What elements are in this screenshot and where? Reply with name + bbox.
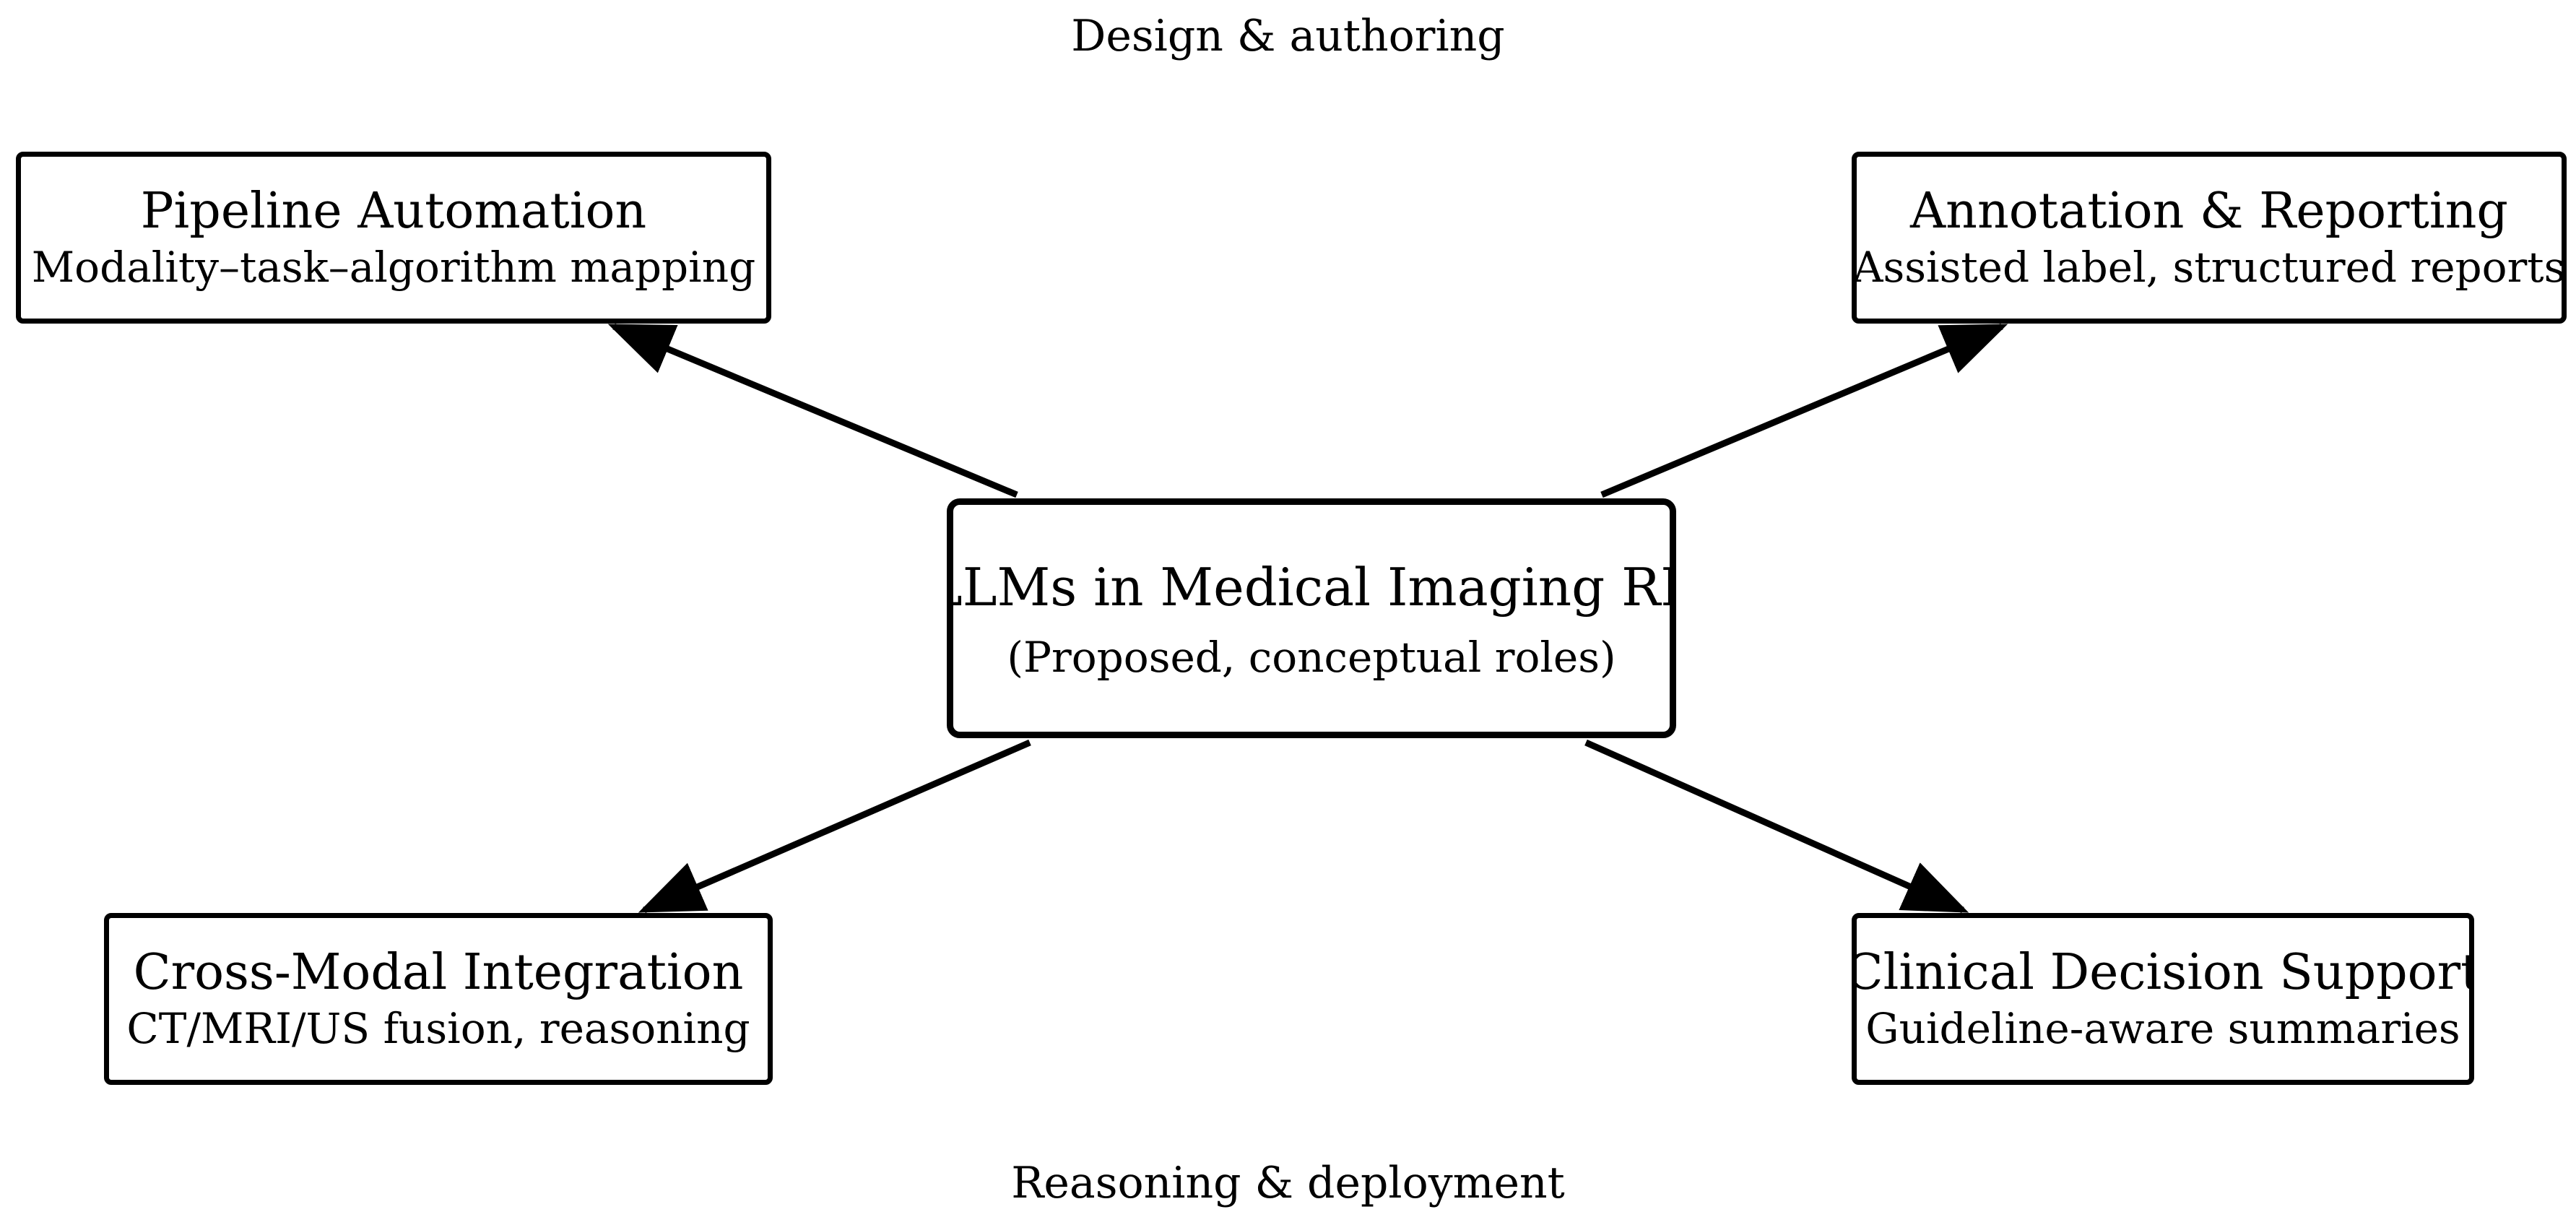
node-subtitle: Guideline-aware summaries bbox=[1865, 1004, 2460, 1054]
arrow-to-cross-modal-integration bbox=[638, 739, 1031, 914]
arrow-to-pipeline-automation bbox=[607, 323, 1018, 498]
node-subtitle: CT/MRI/US fusion, reasoning bbox=[126, 1004, 750, 1054]
node-subtitle: Assisted label, structured reports bbox=[1852, 243, 2566, 293]
node-cross-modal-integration: Cross-Modal Integration CT/MRI/US fusion… bbox=[104, 913, 773, 1085]
top-section-label: Design & authoring bbox=[1071, 11, 1505, 61]
node-title: Annotation & Reporting bbox=[1910, 183, 2508, 241]
node-title: Clinical Decision Support bbox=[1852, 944, 2474, 1002]
arrow-to-annotation-reporting bbox=[1600, 323, 2008, 498]
center-subtitle: (Proposed, conceptual roles) bbox=[1007, 632, 1616, 682]
node-center-llms: LLMs in Medical Imaging RL (Proposed, co… bbox=[947, 498, 1676, 738]
node-pipeline-automation: Pipeline Automation Modality–task–algori… bbox=[16, 152, 771, 324]
arrow-to-clinical-decision-support bbox=[1584, 739, 1969, 914]
node-clinical-decision-support: Clinical Decision Support Guideline-awar… bbox=[1852, 913, 2474, 1085]
bottom-section-label: Reasoning & deployment bbox=[1011, 1158, 1565, 1208]
node-annotation-reporting: Annotation & Reporting Assisted label, s… bbox=[1852, 152, 2567, 324]
node-subtitle: Modality–task–algorithm mapping bbox=[31, 243, 756, 293]
node-title: Cross-Modal Integration bbox=[133, 944, 744, 1002]
node-title: Pipeline Automation bbox=[140, 183, 647, 241]
center-title: LLMs in Medical Imaging RL bbox=[947, 556, 1676, 618]
